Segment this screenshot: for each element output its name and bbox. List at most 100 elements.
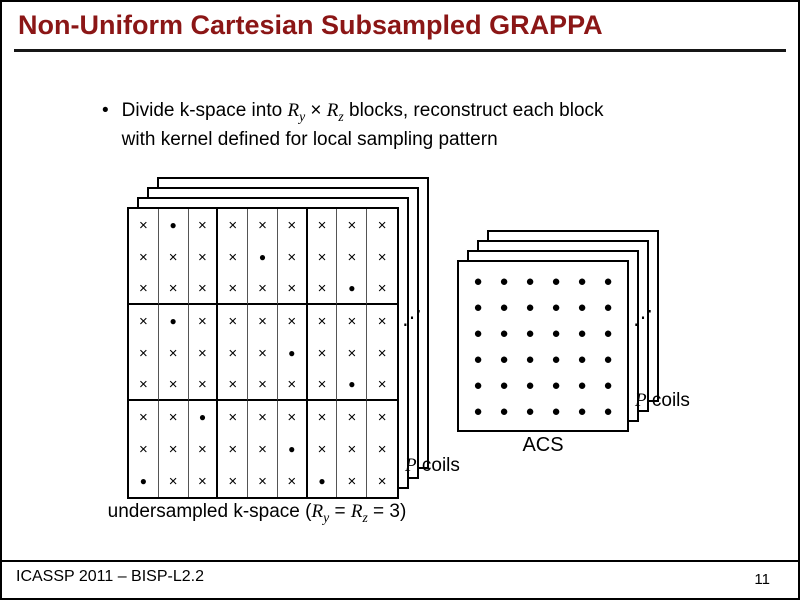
acs-label: ACS: [522, 434, 564, 456]
unsampled-point: ×: [377, 408, 387, 426]
unsampled-point: ×: [377, 248, 387, 266]
unsampled-point: ×: [129, 209, 159, 241]
caption-seg2: = 3): [367, 501, 407, 522]
p-coils-label-left: P coils: [405, 455, 460, 477]
unsampled-point: ×: [129, 433, 159, 465]
sampled-point: ●: [189, 401, 219, 433]
sampled-point: ●: [159, 209, 189, 241]
bullet-seg2: blocks, reconstruct each block: [343, 100, 604, 121]
acs-point: ●: [603, 376, 613, 394]
unsampled-point: ×: [248, 401, 278, 433]
times-sign: ×: [305, 100, 327, 121]
unsampled-point: ×: [189, 465, 219, 497]
unsampled-point: ×: [337, 337, 368, 369]
acs-point: ●: [499, 298, 509, 316]
sampled-point: ●: [278, 433, 308, 465]
unsampled-point: ×: [218, 433, 249, 465]
acs-point: ●: [551, 402, 561, 420]
acs-point: ●: [603, 272, 613, 290]
acs-point: ●: [473, 402, 483, 420]
acs-point: ●: [577, 324, 587, 342]
acs-point: ●: [577, 376, 587, 394]
unsampled-point: ×: [278, 401, 308, 433]
coils-text: coils: [416, 455, 460, 476]
acs-point: ●: [525, 402, 535, 420]
unsampled-point: ×: [278, 465, 308, 497]
unsampled-point: ×: [218, 305, 249, 337]
acs-point: ●: [603, 324, 613, 342]
bullet-text: Divide k-space into Ry × Rz blocks, reco…: [122, 98, 604, 153]
coils-text: coils: [646, 390, 690, 411]
sampled-point: ●: [337, 273, 368, 305]
slide-title: Non-Uniform Cartesian Subsampled GRAPPA: [18, 10, 603, 40]
unsampled-point: ×: [377, 216, 387, 234]
acs-point: ●: [525, 350, 535, 368]
acs-point: ●: [499, 272, 509, 290]
unsampled-point: ×: [337, 433, 368, 465]
math-R: R: [287, 100, 300, 121]
acs-point: ●: [499, 350, 509, 368]
math-sub-y: y: [323, 509, 330, 525]
unsampled-point: ×: [218, 273, 249, 305]
unsampled-point: ×: [188, 273, 219, 305]
unsampled-point: ×: [337, 209, 368, 241]
bullet-marker: •: [102, 100, 109, 121]
acs-point: ●: [551, 376, 561, 394]
equals-sign: =: [329, 501, 351, 522]
unsampled-point: ×: [129, 337, 159, 369]
unsampled-point: ×: [248, 369, 278, 401]
unsampled-point: ×: [307, 369, 338, 401]
acs-point: ●: [473, 324, 483, 342]
acs-point: ●: [499, 376, 509, 394]
unsampled-point: ×: [278, 305, 308, 337]
footer-rule: [2, 560, 798, 562]
unsampled-point: ×: [218, 241, 249, 273]
math-sub-z: z: [362, 509, 368, 525]
page-number: 11: [754, 571, 770, 588]
unsampled-point: ×: [158, 273, 189, 305]
acs-point: ●: [525, 298, 535, 316]
coil-stack-ellipsis-left: ⋰: [402, 307, 424, 329]
unsampled-point: ×: [308, 241, 338, 273]
acs-point: ●: [525, 272, 535, 290]
unsampled-point: ×: [248, 273, 278, 305]
acs-point: ●: [603, 298, 613, 316]
bullet-line2: with kernel defined for local sampling p…: [121, 128, 498, 150]
unsampled-point: ×: [189, 241, 219, 273]
math-sub-y: y: [299, 108, 306, 124]
acs-point: ●: [551, 298, 561, 316]
acs-point: ●: [473, 350, 483, 368]
acs-grid: ●●●●●●●●●●●●●●●●●●●●●●●●●●●●●●●●●●●●: [457, 260, 629, 432]
acs-point: ●: [577, 298, 587, 316]
unsampled-point: ×: [188, 369, 219, 401]
unsampled-point: ×: [159, 337, 189, 369]
sampled-point: ●: [129, 465, 159, 497]
math-sub-z: z: [338, 108, 344, 124]
unsampled-point: ×: [308, 433, 338, 465]
unsampled-point: ×: [248, 433, 278, 465]
unsampled-point: ×: [308, 401, 338, 433]
unsampled-point: ×: [189, 433, 219, 465]
unsampled-point: ×: [218, 465, 249, 497]
unsampled-point: ×: [218, 209, 249, 241]
caption-seg1: undersampled k-space (: [107, 501, 312, 522]
unsampled-point: ×: [218, 401, 249, 433]
bullet-item: • Divide k-space into Ry × Rz blocks, re…: [102, 98, 742, 153]
unsampled-point: ×: [377, 344, 387, 362]
unsampled-point: ×: [189, 209, 219, 241]
unsampled-point: ×: [337, 241, 368, 273]
unsampled-point: ×: [189, 337, 219, 369]
unsampled-point: ×: [248, 305, 278, 337]
acs-point: ●: [577, 402, 587, 420]
acs-point: ●: [473, 376, 483, 394]
bullet-seg1: Divide k-space into: [121, 100, 288, 121]
unsampled-point: ×: [129, 369, 159, 401]
sampled-point: ●: [159, 305, 189, 337]
acs-point: ●: [499, 402, 509, 420]
unsampled-point: ×: [159, 465, 189, 497]
unsampled-point: ×: [189, 305, 219, 337]
unsampled-point: ×: [159, 241, 189, 273]
unsampled-point: ×: [337, 465, 368, 497]
acs-point: ●: [525, 324, 535, 342]
